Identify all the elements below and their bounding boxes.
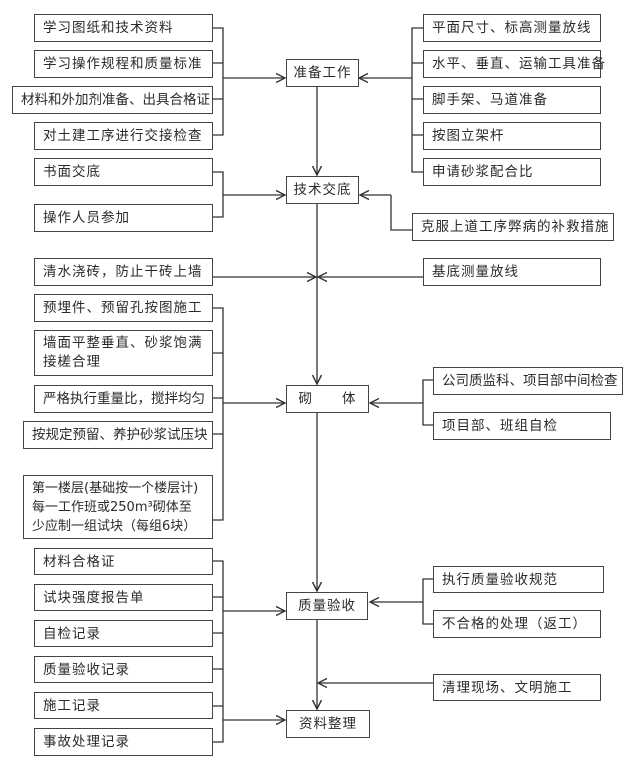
pre-masonry-right: 基底测量放线 — [423, 258, 601, 286]
tech-left-item: 操作人员参加 — [34, 204, 213, 232]
quality-right-item: 不合格的处理（返工） — [433, 610, 601, 638]
masonry-left-item: 按规定预留、养护砂浆试压块 — [23, 421, 213, 449]
tech-left-item: 书面交底 — [34, 158, 213, 186]
masonry-left-item: 第一楼层(基础按一个楼层计)每一工作班或250m³砌体至少应制一组试块（每组6块… — [23, 475, 213, 539]
quality-left-item: 试块强度报告单 — [34, 584, 213, 611]
prep-right-item: 平面尺寸、标高测量放线 — [423, 14, 601, 42]
step-masonry: 砌 体 — [286, 385, 369, 413]
step-technical-briefing: 技术交底 — [286, 176, 359, 204]
masonry-right-item: 项目部、班组自检 — [433, 412, 611, 440]
pre-masonry-left: 清水浇砖，防止干砖上墙 — [34, 258, 213, 286]
prep-left-item: 材料和外加剂准备、出具合格证 — [12, 86, 213, 114]
prep-left-item: 学习操作规程和质量标准 — [34, 50, 213, 78]
prep-right-item: 脚手架、马道准备 — [423, 86, 601, 114]
prep-right-item: 申请砂浆配合比 — [423, 158, 601, 186]
masonry-left-item: 墙面平整垂直、砂浆饱满接槎合理 — [34, 330, 213, 376]
step-documentation: 资料整理 — [286, 710, 370, 738]
prep-left-item: 学习图纸和技术资料 — [34, 14, 213, 42]
masonry-left-item: 预埋件、预留孔按图施工 — [34, 294, 213, 322]
step-quality-acceptance: 质量验收 — [286, 592, 368, 620]
prep-right-item: 水平、垂直、运输工具准备 — [423, 50, 605, 78]
quality-left-item: 施工记录 — [34, 692, 213, 719]
tech-right-item: 克服上道工序弊病的补救措施 — [412, 213, 614, 241]
masonry-right-item: 公司质监科、项目部中间检查 — [433, 367, 623, 395]
quality-right-item: 执行质量验收规范 — [433, 566, 604, 593]
quality-left-item: 事故处理记录 — [34, 728, 213, 756]
cleanup-item: 清理现场、文明施工 — [433, 674, 601, 701]
prep-right-item: 按图立架杆 — [423, 122, 601, 150]
step-preparation: 准备工作 — [286, 59, 359, 87]
quality-left-item: 材料合格证 — [34, 548, 213, 575]
quality-left-item: 质量验收记录 — [34, 656, 213, 683]
quality-left-item: 自检记录 — [34, 620, 213, 647]
masonry-left-item: 严格执行重量比，搅拌均匀 — [34, 385, 213, 413]
prep-left-item: 对土建工序进行交接检查 — [34, 122, 213, 150]
